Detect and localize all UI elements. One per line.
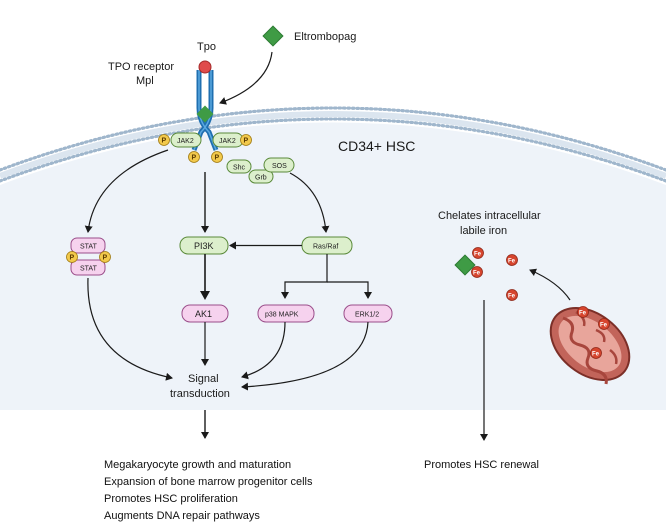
eltrombopag-binding-arrow xyxy=(219,51,273,105)
cell-membrane-outer-dots xyxy=(0,106,666,172)
signal-label-line1: Signal xyxy=(188,373,219,385)
shc-node xyxy=(226,159,252,174)
iron-chelated: Fe Fe xyxy=(471,247,484,278)
svg-text:P: P xyxy=(215,155,220,162)
ak1-label: AK1 xyxy=(195,309,212,319)
svg-text:Fe: Fe xyxy=(579,311,587,317)
p38-node xyxy=(257,304,315,323)
svg-text:P: P xyxy=(103,255,108,262)
tpo-label: Tpo xyxy=(197,41,216,53)
svg-text:Fe: Fe xyxy=(474,252,482,258)
sos-node xyxy=(263,157,295,173)
rasraf-label: Ras/Raf xyxy=(313,244,338,251)
shc-label: Shc xyxy=(233,165,246,172)
outcome-right: Promotes HSC renewal xyxy=(424,459,539,471)
pi3k-node xyxy=(179,236,229,255)
tpo-receptor xyxy=(191,70,219,151)
stat-top-label: STAT xyxy=(80,244,98,251)
svg-text:P: P xyxy=(244,138,249,145)
stat-top-node xyxy=(70,237,106,254)
stat-bottom-label: STAT xyxy=(80,266,98,273)
arrow-rasraf-branch-erk xyxy=(327,281,372,299)
grb-node xyxy=(248,169,274,184)
grb-label: Grb xyxy=(255,175,267,182)
svg-text:P: P xyxy=(162,138,167,145)
jak2-right-label: JAK2 xyxy=(219,138,236,145)
eltrombopag-bound-icon xyxy=(196,105,214,123)
arrow-stat-to-signal xyxy=(87,277,173,381)
svg-text:Fe: Fe xyxy=(508,294,516,300)
erk-label: ERK1/2 xyxy=(355,312,379,319)
svg-text:Fe: Fe xyxy=(592,352,600,358)
phospho-group-stat: P P xyxy=(66,251,111,263)
arrow-sos-to-rasraf xyxy=(289,172,330,233)
signal-label-line2: transduction xyxy=(170,388,230,400)
p38-label: p38 MAPK xyxy=(265,312,299,319)
eltrombopag-icon xyxy=(262,25,284,47)
eltrombopag-chelator-icon xyxy=(454,254,476,276)
outcome-1: Megakaryocyte growth and maturation xyxy=(104,459,291,471)
jak2-left-node xyxy=(170,132,202,148)
receptor-label-line1: TPO receptor xyxy=(108,61,174,73)
arrow-p38-to-signal xyxy=(241,321,286,380)
phospho-group-jak: P P P P xyxy=(158,134,252,163)
tpo-ligand xyxy=(198,60,212,74)
pi3k-label: PI3K xyxy=(194,241,214,251)
arrow-mito-to-iron xyxy=(529,268,571,301)
cell-membrane-middle xyxy=(0,111,666,179)
chelates-label-line2: labile iron xyxy=(460,225,507,237)
receptor-label-line2: Mpl xyxy=(136,75,154,87)
svg-text:Fe: Fe xyxy=(508,259,516,265)
arrow-erk-to-signal xyxy=(241,321,369,391)
cell-body xyxy=(0,122,666,410)
iron-free: Fe Fe xyxy=(506,254,518,301)
chelates-label-line1: Chelates intracellular xyxy=(438,210,541,222)
jak2-left-label: JAK2 xyxy=(177,138,194,145)
cell-type-label: CD34+ HSC xyxy=(338,138,415,154)
svg-text:Fe: Fe xyxy=(600,323,608,329)
mitochondria-icon: Fe Fe Fe xyxy=(549,306,631,385)
svg-text:P: P xyxy=(70,255,75,262)
outcome-2: Expansion of bone marrow progenitor cell… xyxy=(104,476,313,488)
stat-bottom-node xyxy=(70,259,106,276)
svg-text:Fe: Fe xyxy=(473,271,481,277)
cell-membrane-inner-dots xyxy=(0,117,666,183)
eltrombopag-label: Eltrombopag xyxy=(294,31,356,43)
outcome-4: Augments DNA repair pathways xyxy=(104,510,260,522)
svg-text:P: P xyxy=(192,155,197,162)
outcome-3: Promotes HSC proliferation xyxy=(104,493,238,505)
arrow-jak-to-stat xyxy=(84,149,169,233)
sos-label: SOS xyxy=(272,163,287,170)
arrow-rasraf-branch xyxy=(281,254,328,299)
